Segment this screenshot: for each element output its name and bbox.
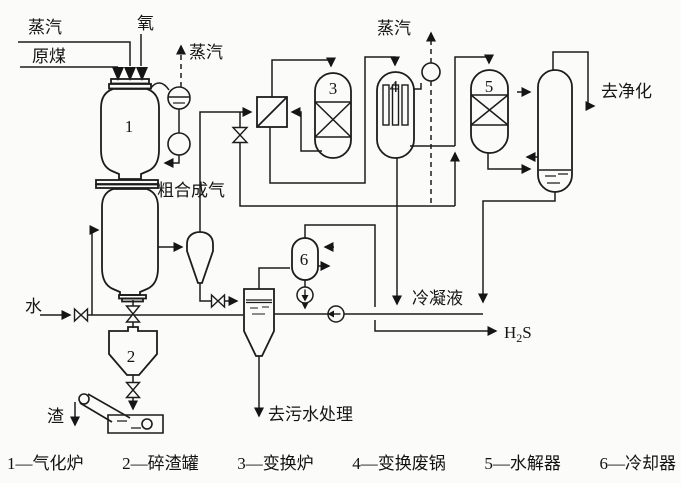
equipment-legend: 1—气化炉 2—碎渣罐 3—变换炉 4—变换废锅 5—水解器 6—冷却器 bbox=[7, 449, 676, 474]
shift-converter-number: 3 bbox=[329, 79, 338, 98]
settler-liquid-level bbox=[246, 299, 272, 304]
cooler-pump-icon bbox=[296, 286, 314, 304]
gasifier-feed-arrows bbox=[112, 67, 148, 81]
settler-tank bbox=[243, 288, 275, 357]
label-to-purification: 去净化 bbox=[601, 82, 652, 101]
slag-crusher-number: 2 bbox=[127, 347, 136, 366]
dashed-steam-lines bbox=[176, 31, 436, 205]
vessel-quench bbox=[101, 188, 159, 303]
waste-boiler-number: 4 bbox=[390, 77, 399, 96]
bypass-run bbox=[239, 143, 455, 207]
label-oxygen: 氧 bbox=[137, 14, 154, 33]
vessel-slag-crusher bbox=[108, 326, 158, 376]
gasifier-body bbox=[100, 88, 160, 180]
slag-crusher-body bbox=[108, 326, 158, 376]
steam-drum-icon bbox=[167, 86, 191, 156]
slag-conveyor-icon bbox=[78, 393, 164, 434]
settler-inlet-valve-icon bbox=[210, 293, 226, 309]
quench-drain-valve-icon bbox=[125, 305, 141, 323]
label-crude-syngas: 粗合成气 bbox=[157, 181, 225, 200]
quench-body bbox=[101, 188, 159, 296]
bypass-valve-icon bbox=[231, 126, 249, 144]
separator-column bbox=[537, 69, 573, 193]
hydrolyzer-number: 5 bbox=[485, 77, 494, 96]
steam-arrow-icon bbox=[124, 67, 136, 81]
cooler-overhead-line bbox=[304, 224, 376, 307]
drum4-connector bbox=[413, 83, 422, 90]
quench-water-branch bbox=[89, 225, 100, 315]
label-steam-drum-out: 蒸汽 bbox=[189, 43, 223, 62]
legend-item-shift: 3—变换炉 bbox=[237, 454, 314, 473]
coal-arrow-icon bbox=[112, 67, 124, 81]
valves bbox=[73, 126, 249, 399]
label-water: 水 bbox=[25, 297, 42, 316]
vessel-cooler bbox=[291, 237, 319, 281]
h2s-line bbox=[374, 320, 498, 336]
water-valve-icon bbox=[73, 307, 89, 323]
gasifier-number: 1 bbox=[125, 117, 134, 136]
steam-feed-line bbox=[18, 41, 131, 66]
label-steam-in: 蒸汽 bbox=[28, 18, 62, 37]
crude-syngas-riser bbox=[199, 107, 253, 232]
cyclone-bottom-line bbox=[199, 283, 211, 302]
hx-to-shift-line bbox=[271, 57, 336, 97]
vessel-shift-converter bbox=[314, 72, 352, 159]
label-raw-coal: 原煤 bbox=[32, 47, 66, 66]
vessel-hydrolyzer bbox=[470, 69, 509, 154]
stream-labels: 蒸汽 原煤 氧 蒸汽 蒸汽 粗合成气 水 渣 冷凝液 去净化 去污水处理 H2S bbox=[25, 14, 652, 426]
label-slag: 渣 bbox=[47, 407, 64, 426]
oxygen-arrow-icon bbox=[136, 67, 148, 81]
boiler-tube bbox=[391, 84, 400, 126]
piping-lines bbox=[18, 34, 596, 427]
label-condensate: 冷凝液 bbox=[412, 289, 463, 308]
hydrolyzer-outlet-line bbox=[487, 153, 532, 174]
gasifier-bottom-flange bbox=[95, 179, 159, 185]
settler-body bbox=[243, 288, 275, 357]
pumps bbox=[296, 286, 345, 323]
catalyst-bed-x bbox=[470, 94, 509, 126]
gasifier-top-flange bbox=[110, 78, 150, 85]
boiler-tube bbox=[382, 84, 390, 126]
pump-return-line bbox=[163, 155, 180, 168]
label-h2s: H2S bbox=[504, 323, 532, 345]
shift-return-line bbox=[290, 107, 322, 152]
drum-connector bbox=[150, 82, 170, 91]
cyclone-separator bbox=[186, 231, 214, 284]
vessel-gasifier bbox=[95, 78, 160, 189]
legend-item-gasifier: 1—气化炉 bbox=[7, 454, 84, 473]
boiler-tube bbox=[401, 84, 409, 126]
settler-riser bbox=[258, 267, 290, 289]
hx-to-boiler-line bbox=[269, 56, 400, 184]
legend-item-waste-boiler: 4—变换废锅 bbox=[352, 454, 446, 473]
condensate-pump-icon bbox=[327, 305, 345, 323]
cooler-number: 6 bbox=[300, 250, 309, 269]
boiler-drum-icon bbox=[421, 62, 441, 82]
vessel-waste-boiler bbox=[376, 62, 441, 159]
heat-exchanger-icon bbox=[256, 96, 288, 128]
label-steam-boiler-out: 蒸汽 bbox=[377, 19, 411, 38]
cyclone-body bbox=[186, 231, 214, 284]
column-condensate-drop bbox=[478, 192, 556, 304]
legend-item-slag-crusher: 2—碎渣罐 bbox=[122, 454, 199, 473]
catalyst-bed-x bbox=[314, 101, 352, 138]
crusher-drain-valve-icon bbox=[124, 381, 142, 399]
legend-item-hydrolyzer: 5—水解器 bbox=[484, 454, 561, 473]
label-to-wastewater: 去污水处理 bbox=[268, 405, 353, 424]
legend-item-cooler: 6—冷却器 bbox=[599, 454, 676, 473]
to-purification-line bbox=[552, 51, 596, 111]
circulation-pump-icon bbox=[167, 132, 191, 156]
to-hydrolyzer-line bbox=[454, 54, 494, 146]
